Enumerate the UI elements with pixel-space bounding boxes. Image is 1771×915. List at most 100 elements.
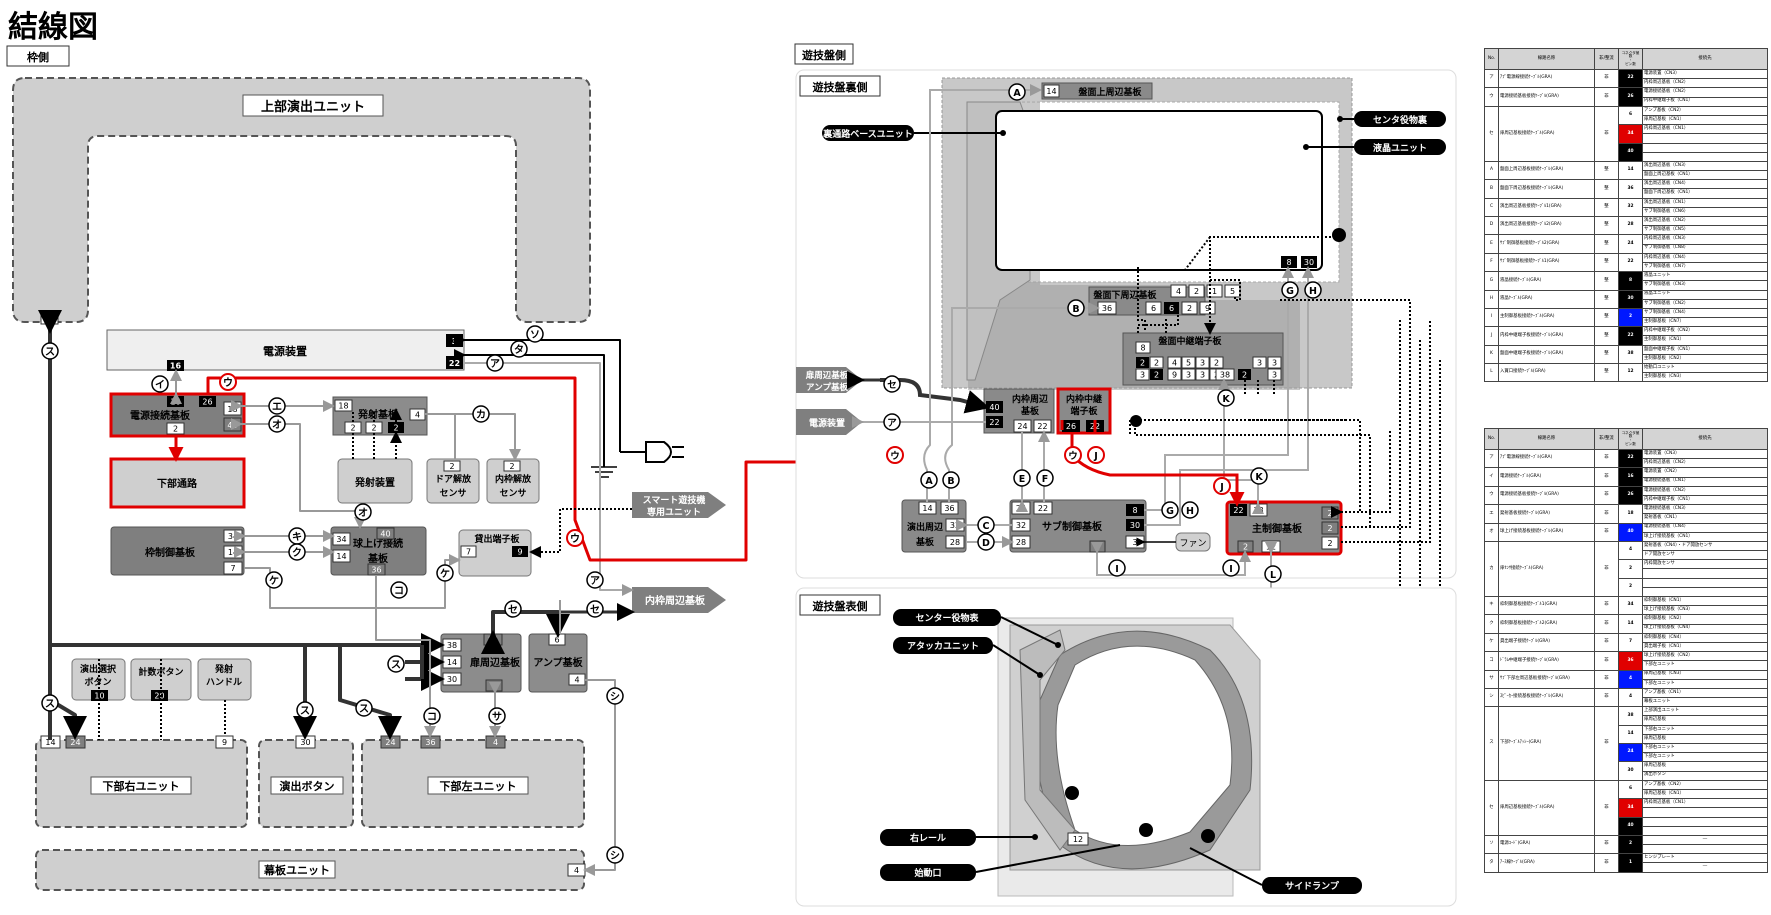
col-no: No. — [1484, 428, 1499, 450]
svg-text:4: 4 — [1172, 359, 1177, 368]
svg-text:3: 3 — [1186, 371, 1191, 380]
svg-text:36: 36 — [944, 504, 954, 513]
cell-pins: 34 — [1618, 595, 1643, 616]
svg-text:26: 26 — [1066, 422, 1076, 431]
cell-dest — [1642, 816, 1768, 827]
cell-pins: 12 — [1618, 362, 1643, 383]
svg-text:4: 4 — [415, 411, 420, 420]
svg-text:38: 38 — [447, 641, 457, 650]
cell-dest: 内枠周辺基板（CN2） — [1642, 458, 1768, 469]
cell-name: 電源接続基板接続ｹｰﾌﾞﾙ(GRA) — [1498, 485, 1595, 506]
cell-dest: 液晶ユニット — [1642, 289, 1768, 300]
svg-text:2: 2 — [1140, 359, 1145, 368]
cell-no: J — [1484, 326, 1499, 346]
cell-dest: 電源接続基板（CN4） — [1642, 522, 1768, 533]
upper-periph-box — [1041, 82, 1153, 100]
svg-text:オ: オ — [272, 419, 282, 431]
svg-text:ケ: ケ — [269, 575, 279, 587]
svg-text:2: 2 — [173, 425, 178, 434]
cell-dest: 内枠周辺基板（CN1） — [1642, 798, 1768, 809]
table-row: 40 — [1485, 142, 1768, 162]
svg-text:オ: オ — [358, 507, 368, 519]
cell-dest: 球上げ接続基板（CN4） — [1642, 623, 1768, 634]
cell-pins: 36 — [1618, 651, 1643, 671]
cell-pins: 14 — [1618, 160, 1643, 181]
cell-name: ｽﾋﾟｰｶｰ接続基板接続ｹｰﾌﾞﾙ(GRA) — [1498, 687, 1595, 708]
effect-periph-label-2: 基板 — [915, 536, 935, 548]
cell-pins: 2 — [1618, 559, 1643, 579]
table-row: 扉周辺基板（CN1） — [1485, 788, 1768, 800]
cell-dest — [1642, 151, 1768, 162]
lcd-unit-box — [995, 110, 1323, 271]
cell-dest: 内枠中継端子板（CN1） — [1642, 96, 1768, 107]
board-power-box — [796, 409, 862, 435]
cell-kind: 非 — [1594, 687, 1619, 708]
cell-pins: 38 — [1618, 706, 1643, 726]
cell-dest: サブ制御基板（CN7） — [1642, 261, 1768, 273]
svg-text:18: 18 — [227, 405, 237, 414]
cell-pins: 4 — [1618, 687, 1643, 708]
svg-text:H: H — [1186, 506, 1194, 517]
cell-kind: 整 — [1594, 271, 1619, 291]
col-dest: 接続先 — [1642, 48, 1768, 70]
cell-dest: 主制御基板（CN1） — [1642, 335, 1768, 346]
cell-pins: 30 — [1618, 761, 1643, 781]
svg-text:G: G — [1166, 506, 1174, 517]
svg-text:18: 18 — [338, 402, 348, 411]
board-side-label: 遊技盤側 — [802, 48, 846, 62]
svg-text:I: I — [1229, 564, 1233, 575]
cell-name: 演出周辺基板接続ｹｰﾌﾞﾙ2(GRA) — [1498, 215, 1595, 236]
svg-text:4: 4 — [491, 682, 496, 691]
cell-dest: サブ制御基板（CN5） — [1642, 225, 1768, 236]
cell-pins: 26 — [1618, 87, 1643, 107]
center-back-label: センタ役物裏 — [1373, 114, 1428, 126]
svg-text:シ: シ — [610, 691, 620, 703]
svg-text:ス: ス — [359, 703, 369, 715]
cell-dest: 球上げ接続基板（CN2） — [1642, 651, 1768, 662]
svg-text:タ: タ — [514, 344, 524, 356]
svg-text:H: H — [1309, 286, 1317, 297]
cell-no: シ — [1484, 687, 1499, 708]
svg-text:6: 6 — [554, 636, 559, 645]
svg-text:2: 2 — [1214, 359, 1219, 368]
cell-pins: 32 — [1618, 197, 1643, 218]
lower-periph-label: 盤面下周辺基板 — [1092, 289, 1157, 301]
cell-pins: 2 — [1618, 834, 1643, 855]
cell-no: B — [1484, 179, 1499, 199]
cell-name: 入賞口接続ｹｰﾌﾞﾙ(GRA) — [1498, 362, 1595, 383]
cell-dest: 扉周辺基板（CN3） — [1642, 669, 1768, 680]
door-sensor-box — [426, 458, 480, 504]
table-row: 主制御基板（CN3） — [1485, 372, 1768, 383]
cell-no: セ — [1484, 779, 1499, 836]
frame-side-label-box — [6, 45, 70, 67]
ball-conn-label-2: 基板 — [367, 552, 389, 565]
svg-text:12: 12 — [1073, 835, 1083, 844]
cell-kind: 非 — [1594, 540, 1619, 598]
cell-pins: 4 — [1618, 669, 1643, 689]
cell-name: 主制御基板接続ｹｰﾌﾞﾙ(GRA) — [1498, 307, 1595, 328]
cell-kind: 整 — [1594, 234, 1619, 254]
board-front-label: 遊技盤表側 — [813, 599, 868, 613]
svg-text:9: 9 — [1205, 304, 1210, 313]
col-kind: 非/整流 — [1594, 48, 1619, 70]
cell-kind: 非 — [1594, 448, 1619, 469]
cell-dest: 扉周辺基板 — [1642, 733, 1768, 745]
cell-name: 貸出端子接続ｹｰﾌﾞﾙ(GRA) — [1498, 632, 1595, 653]
svg-text:2: 2 — [1327, 539, 1332, 548]
cell-pins: 36 — [1618, 179, 1643, 199]
svg-text:32: 32 — [1016, 521, 1026, 530]
table-row — [1485, 825, 1768, 836]
svg-text:シ: シ — [610, 850, 620, 862]
cell-dest: サブ制御基板（CN3） — [1642, 280, 1768, 291]
svg-text:2: 2 — [371, 424, 376, 433]
cell-dest: 扉周辺基板 — [1642, 715, 1768, 726]
